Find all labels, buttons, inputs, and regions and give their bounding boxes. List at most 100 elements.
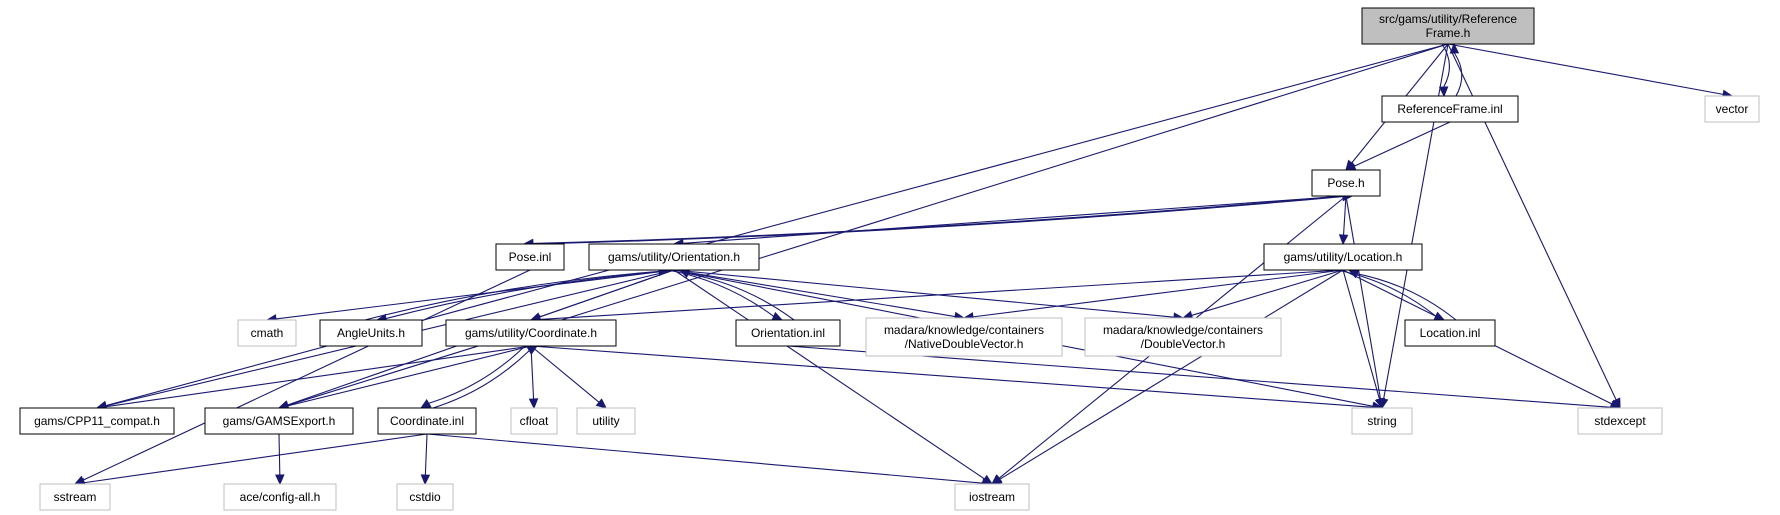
node-gamsexport[interactable]: gams/GAMSExport.h: [204, 407, 354, 435]
node-label: gams/CPP11_compat.h: [34, 414, 160, 428]
node-label: src/gams/utility/Reference: [1379, 12, 1517, 26]
edge-line: [1353, 121, 1451, 167]
edge-pose_h-to-pose_inl: [522, 195, 1341, 249]
edge-line: [83, 433, 428, 484]
node-box: [510, 407, 558, 435]
edge-line: [287, 43, 1449, 406]
node-pose_h[interactable]: Pose.h: [1311, 169, 1381, 197]
edge-location_h-to-coordinate_h: [529, 269, 1344, 325]
edge-refframe_h-to-refframe_inl: [1438, 43, 1450, 98]
node-label: iostream: [969, 490, 1015, 504]
node-angleunits_h[interactable]: AngleUnits.h: [319, 319, 423, 347]
edge-orientation_h-to-angleunits_h: [375, 269, 681, 324]
node-label: gams/utility/Orientation.h: [608, 250, 740, 264]
edge-location_h-to-doublevector: [1181, 269, 1344, 320]
edge-line: [972, 269, 1344, 318]
edge-location_h-to-nativedoublevector: [962, 269, 1344, 322]
edge-arrowhead: [419, 399, 432, 409]
node-box: [223, 483, 337, 511]
node-label: gams/GAMSExport.h: [223, 414, 336, 428]
node-orientation_inl[interactable]: Orientation.inl: [735, 319, 841, 347]
node-box: [1263, 243, 1423, 271]
node-label: Pose.inl: [509, 250, 552, 264]
edge-line: [275, 269, 675, 320]
edge-line: [530, 345, 535, 400]
edge-line: [424, 433, 428, 476]
edge-line: [287, 345, 532, 407]
node-pose_inl[interactable]: Pose.inl: [495, 243, 565, 271]
node-box: [319, 319, 423, 347]
edge-line: [1441, 43, 1450, 88]
node-box: [396, 483, 454, 511]
node-label: Frame.h: [1426, 26, 1471, 40]
edge-line: [688, 273, 795, 321]
node-aceconfig: ace/config-all.h: [223, 483, 337, 511]
node-box: [1351, 407, 1413, 435]
edge-line: [385, 269, 681, 320]
edge-line: [1357, 273, 1457, 321]
edge-line: [1191, 269, 1344, 316]
node-box: [588, 243, 760, 271]
edge-line: [535, 195, 1344, 245]
node-location_inl[interactable]: Location.inl: [1404, 319, 1496, 347]
node-label: madara/knowledge/containers: [1103, 323, 1263, 337]
node-box: [576, 407, 636, 435]
edge-arrowhead: [990, 474, 1003, 485]
node-cstdio: cstdio: [396, 483, 454, 511]
edge-location_h-to-iostream: [990, 269, 1344, 485]
node-label: Pose.h: [1327, 176, 1364, 190]
node-cpp11_compat[interactable]: gams/CPP11_compat.h: [19, 407, 175, 435]
node-box: [19, 407, 175, 435]
edge-line: [82, 269, 531, 481]
edge-line: [1447, 43, 1617, 401]
node-layer: src/gams/utility/ReferenceFrame.hReferen…: [19, 7, 1760, 511]
edge-line: [1343, 195, 1347, 236]
edge-coordinate_h-to-utility: [530, 345, 607, 409]
edge-refframe_h-to-vector: [1447, 43, 1734, 99]
node-label: Location.inl: [1420, 326, 1481, 340]
edge-coordinate_h-to-coordinate_inl: [419, 345, 526, 409]
node-orientation_h[interactable]: gams/utility/Orientation.h: [588, 243, 760, 271]
node-label: cstdio: [409, 490, 441, 504]
node-refframe_h[interactable]: src/gams/utility/ReferenceFrame.h: [1361, 7, 1535, 45]
node-cmath: cmath: [237, 319, 297, 347]
edge-refframe_inl-to-pose_h: [1344, 121, 1451, 171]
edge-pose_h-to-location_h: [1338, 195, 1349, 246]
edge-arrowhead: [1449, 42, 1460, 54]
node-doublevector: madara/knowledge/containers/DoubleVector…: [1084, 317, 1282, 357]
edge-line: [673, 269, 985, 480]
node-box: [39, 483, 111, 511]
edge-coordinate_inl-to-iostream: [426, 433, 994, 488]
node-label: madara/knowledge/containers: [884, 323, 1044, 337]
node-box: [445, 319, 617, 347]
edge-coordinate_h-to-cfloat: [528, 345, 539, 410]
edge-pose_inl-to-pose_h: [535, 191, 1354, 245]
node-refframe_inl[interactable]: ReferenceFrame.inl: [1381, 95, 1519, 123]
edge-location_h-to-string: [1342, 269, 1385, 410]
node-box: [1084, 317, 1282, 357]
edge-orientation_h-to-nativedoublevector: [673, 269, 966, 322]
edge-arrowhead: [275, 474, 285, 486]
node-label: string: [1367, 414, 1396, 428]
node-box: [954, 483, 1030, 511]
node-coordinate_inl[interactable]: Coordinate.inl: [377, 407, 477, 435]
edge-arrowhead: [1338, 234, 1349, 246]
node-label: ace/config-all.h: [240, 490, 321, 504]
node-label: AngleUnits.h: [337, 326, 405, 340]
edge-coordinate_inl-to-cstdio: [420, 433, 431, 486]
edge-line: [673, 269, 956, 318]
node-location_h[interactable]: gams/utility/Location.h: [1263, 243, 1423, 271]
node-label: /DoubleVector.h: [1141, 337, 1226, 351]
node-box: [1404, 319, 1496, 347]
edge-arrowhead: [771, 311, 784, 321]
edge-line: [278, 433, 281, 476]
node-label: cfloat: [520, 414, 549, 428]
edge-line: [105, 345, 532, 408]
edge-line: [1342, 269, 1381, 400]
node-box: [237, 319, 297, 347]
node-label: /NativeDoubleVector.h: [905, 337, 1024, 351]
node-box: [204, 407, 354, 435]
node-coordinate_h[interactable]: gams/utility/Coordinate.h: [445, 319, 617, 347]
node-iostream: iostream: [954, 483, 1030, 511]
